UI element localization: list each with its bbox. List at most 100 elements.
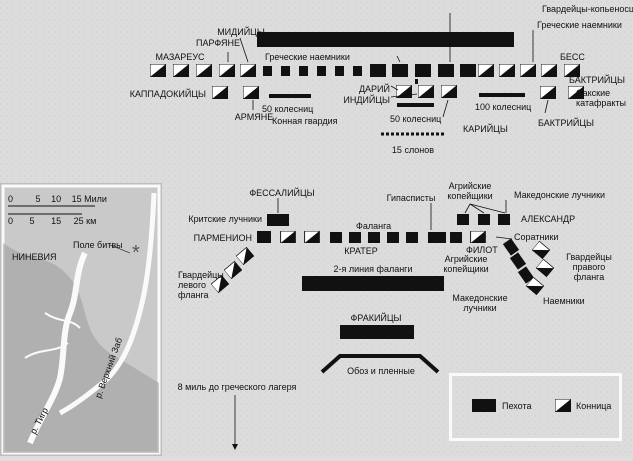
label-elephants: 15 слонов — [391, 145, 435, 155]
unit-bessus-4 — [541, 64, 557, 77]
label-mercenaries: Наемники — [543, 296, 585, 306]
label-indians: ИНДИЙЦЫ — [343, 95, 390, 105]
label-guards-right: Гвардейцы правого фланга — [566, 252, 612, 282]
archers-r — [517, 266, 535, 284]
persian-second-row — [212, 85, 584, 136]
right-flank-units — [502, 238, 555, 296]
legend-infantry-swatch — [472, 399, 496, 412]
legend-cavalry-swatch — [555, 399, 571, 412]
phalanx-5 — [406, 232, 418, 243]
unit-indians — [418, 85, 434, 98]
tigris-river — [27, 251, 88, 445]
chariots-left — [269, 94, 311, 98]
label-cretan-archers: Критские лучники — [188, 214, 262, 224]
agrian-r1 — [502, 238, 520, 256]
agrian-r2 — [509, 252, 527, 270]
label-chariots-left: 50 колесниц — [262, 104, 314, 114]
label-nineveh: НИНЕВИЯ — [12, 252, 57, 262]
greek-merc-4 — [460, 64, 476, 77]
chariots-right — [479, 93, 525, 97]
label-thracians: ФРАКИЙЦЫ — [350, 313, 402, 323]
inf-5 — [335, 66, 344, 76]
label-battlefield: Поле битвы — [73, 240, 123, 250]
cretan-archers — [267, 214, 289, 226]
label-baggage: Обоз и пленные — [347, 366, 415, 376]
scale-km-ticks: 0 5 15 25 км — [8, 216, 97, 226]
companions-main — [469, 231, 487, 243]
label-philotas: ФИЛОТ — [466, 245, 498, 255]
unit-carians — [441, 85, 457, 98]
unit-bessus-2 — [499, 64, 515, 77]
label-camp-distance: 8 миль до греческого лагеря — [177, 382, 297, 392]
macedonian-front-line — [257, 214, 510, 243]
label-second-line: 2-я линия фаланги — [333, 264, 413, 274]
label-mazaeus: МАЗАРЕУС — [155, 52, 205, 62]
label-chariots-100: 100 колесниц — [475, 102, 532, 112]
label-craterus: КРАТЕР — [344, 246, 378, 256]
legend-infantry-label: Пехота — [502, 401, 532, 411]
persian-front-line — [150, 64, 580, 84]
hypaspists-2 — [450, 232, 462, 243]
label-guards-left: Гвардейцы левого фланга — [178, 270, 224, 300]
persian-leader-lines — [227, 13, 549, 118]
legend-cavalry-label: Конница — [576, 401, 612, 411]
agrians-top — [457, 214, 469, 225]
persian-guard-bearers — [257, 32, 514, 47]
unit-bactrians-low — [540, 86, 556, 99]
unit-mazaeus-2 — [173, 64, 189, 77]
label-medes: МИДИЙЦЫ — [217, 27, 265, 37]
inf-2 — [281, 66, 290, 76]
battlefield-leader — [109, 244, 131, 254]
label-horse-guard: Конная гвардия — [272, 116, 338, 126]
second-phalanx-line — [302, 276, 444, 291]
unit-armenians — [243, 86, 259, 99]
baggage-marker — [320, 354, 440, 374]
legend: Пехота Конница — [449, 373, 622, 441]
label-mac-archers-top: Македонские лучники — [514, 190, 606, 200]
phalanx-3 — [368, 232, 380, 243]
greek-merc-2 — [392, 64, 408, 77]
darius-marker — [415, 79, 418, 84]
label-bactrians: БАКТРИЙЦЫ — [569, 75, 626, 85]
label-greek-mercs-top: Греческие наемники — [537, 20, 622, 30]
scale-miles-ticks: 0 5 10 15 Мили — [8, 194, 107, 204]
inf-6 — [353, 66, 362, 76]
label-cappadocians: КАППАДОКИЙЦЫ — [129, 89, 206, 99]
label-thessalians: ФЕССАЛИЙЦЫ — [249, 188, 315, 198]
hypaspists-1 — [428, 232, 446, 243]
label-parmenion: ПАРМЕНИОН — [193, 233, 252, 243]
archers-top-2 — [498, 214, 510, 225]
parmenion-unit — [257, 231, 271, 243]
label-parthians: ПАРФЯНЕ — [196, 38, 240, 48]
label-phalanx: Фаланга — [356, 221, 392, 231]
label-chariots-center: 50 колесниц — [390, 114, 442, 124]
thessalians-2 — [303, 231, 321, 243]
battlefield-asterisk-icon: * — [132, 242, 140, 264]
phalanx-1 — [330, 232, 342, 243]
stream-2 — [44, 312, 81, 329]
phalanx-2 — [349, 232, 361, 243]
inf-1 — [263, 66, 272, 76]
macedonian-leader-lines — [277, 198, 513, 240]
unit-medes — [240, 64, 256, 77]
chariots-center — [397, 103, 434, 107]
label-companions: Соратники — [514, 232, 559, 242]
label-hypaspists: Гипасписты — [386, 193, 436, 203]
greek-merc-1 — [370, 64, 386, 77]
label-guard-bearers: Гвардейцы-копьеносцы — [542, 4, 633, 14]
label-carians: КАРИЙЦЫ — [463, 124, 508, 134]
unit-cappadocians-1 — [212, 86, 228, 99]
archers-top-1 — [478, 214, 490, 225]
label-darius: ДАРИЙ — [358, 84, 390, 94]
unit-bessus-3 — [520, 64, 536, 77]
label-bessus: БЕСС — [560, 52, 585, 62]
unit-mazaeus-1 — [150, 64, 166, 77]
unit-mazaeus-3 — [196, 64, 212, 77]
stream-1 — [24, 342, 69, 359]
label-saka: Сакские катафракты — [576, 88, 627, 108]
thessalians-1 — [279, 231, 297, 243]
label-armenians: АРМЯНЕ — [234, 112, 274, 122]
inset-map: * 0 5 10 15 Мили 0 5 15 25 км Поле битвы… — [0, 183, 162, 456]
unit-bessus-1 — [478, 64, 494, 77]
